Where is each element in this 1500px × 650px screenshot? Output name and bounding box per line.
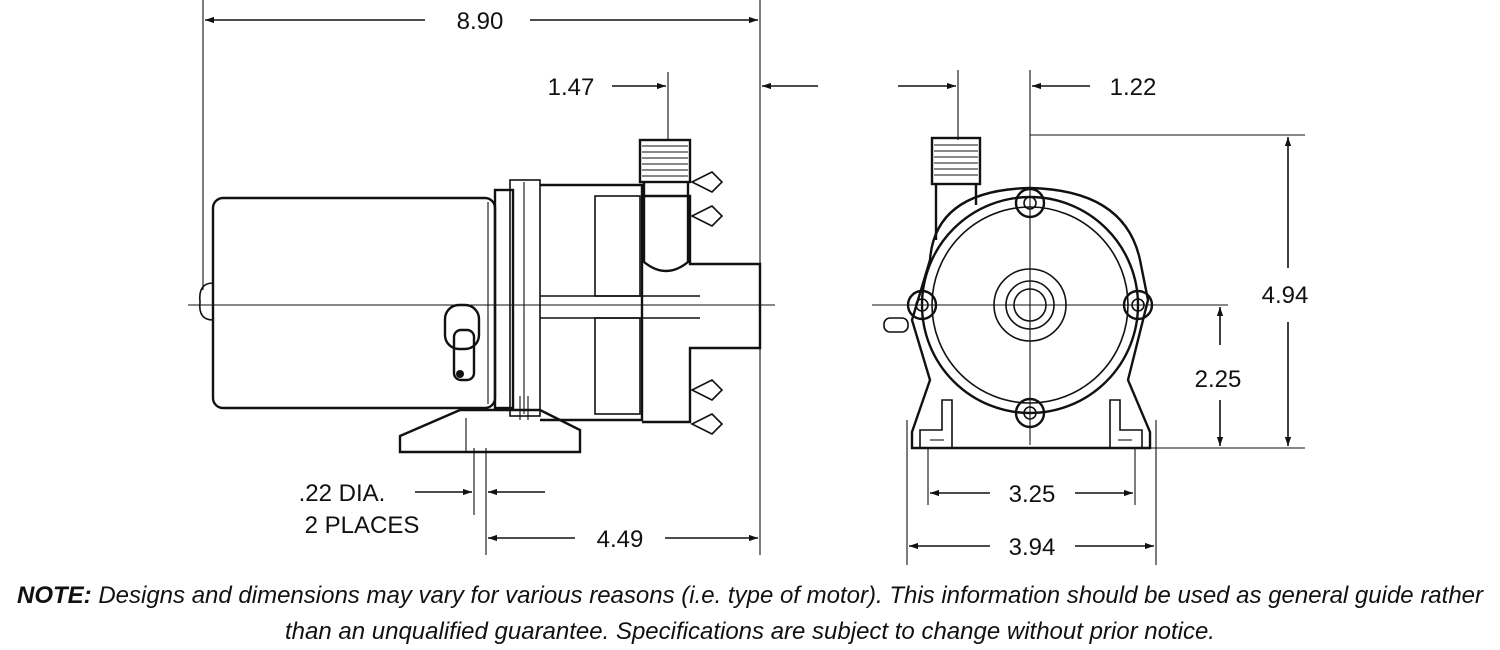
side-view: 8.90 1.47 4.49 .22 DIA. 2 PLACES: [188, 0, 818, 555]
note-label: NOTE:: [16, 582, 92, 609]
hole-count-label: 2 PLACES: [305, 512, 420, 539]
overall-length-label: 8.90: [457, 8, 504, 35]
hole-spacing-label: 3.25: [1009, 481, 1056, 508]
front-housing: [883, 186, 1154, 450]
hole-diameter-label: .22 DIA.: [299, 480, 386, 507]
front-outlet-fitting: [930, 136, 982, 240]
motor-body: [198, 196, 497, 410]
pump-dimension-drawing: 8.90 1.47 4.49 .22 DIA. 2 PLACES: [188, 0, 1308, 565]
overall-height-label: 4.94: [1262, 282, 1309, 309]
mounting-base: [398, 396, 582, 454]
outlet-offset-label: 1.47: [548, 74, 595, 101]
base-width-label: 3.94: [1009, 534, 1056, 561]
front-view: 1.22 4.94 2.25 3.25 3.94: [872, 70, 1308, 565]
note-text: Designs and dimensions may vary for vari…: [91, 582, 1484, 645]
motor-adapter: [493, 179, 541, 417]
disclaimer-note: NOTE: Designs and dimensions may vary fo…: [0, 578, 1500, 650]
front-outlet-offset-label: 1.22: [1110, 74, 1157, 101]
center-height-label: 2.25: [1195, 366, 1242, 393]
pump-housing: [540, 138, 762, 435]
mount-length-label: 4.49: [597, 526, 644, 553]
